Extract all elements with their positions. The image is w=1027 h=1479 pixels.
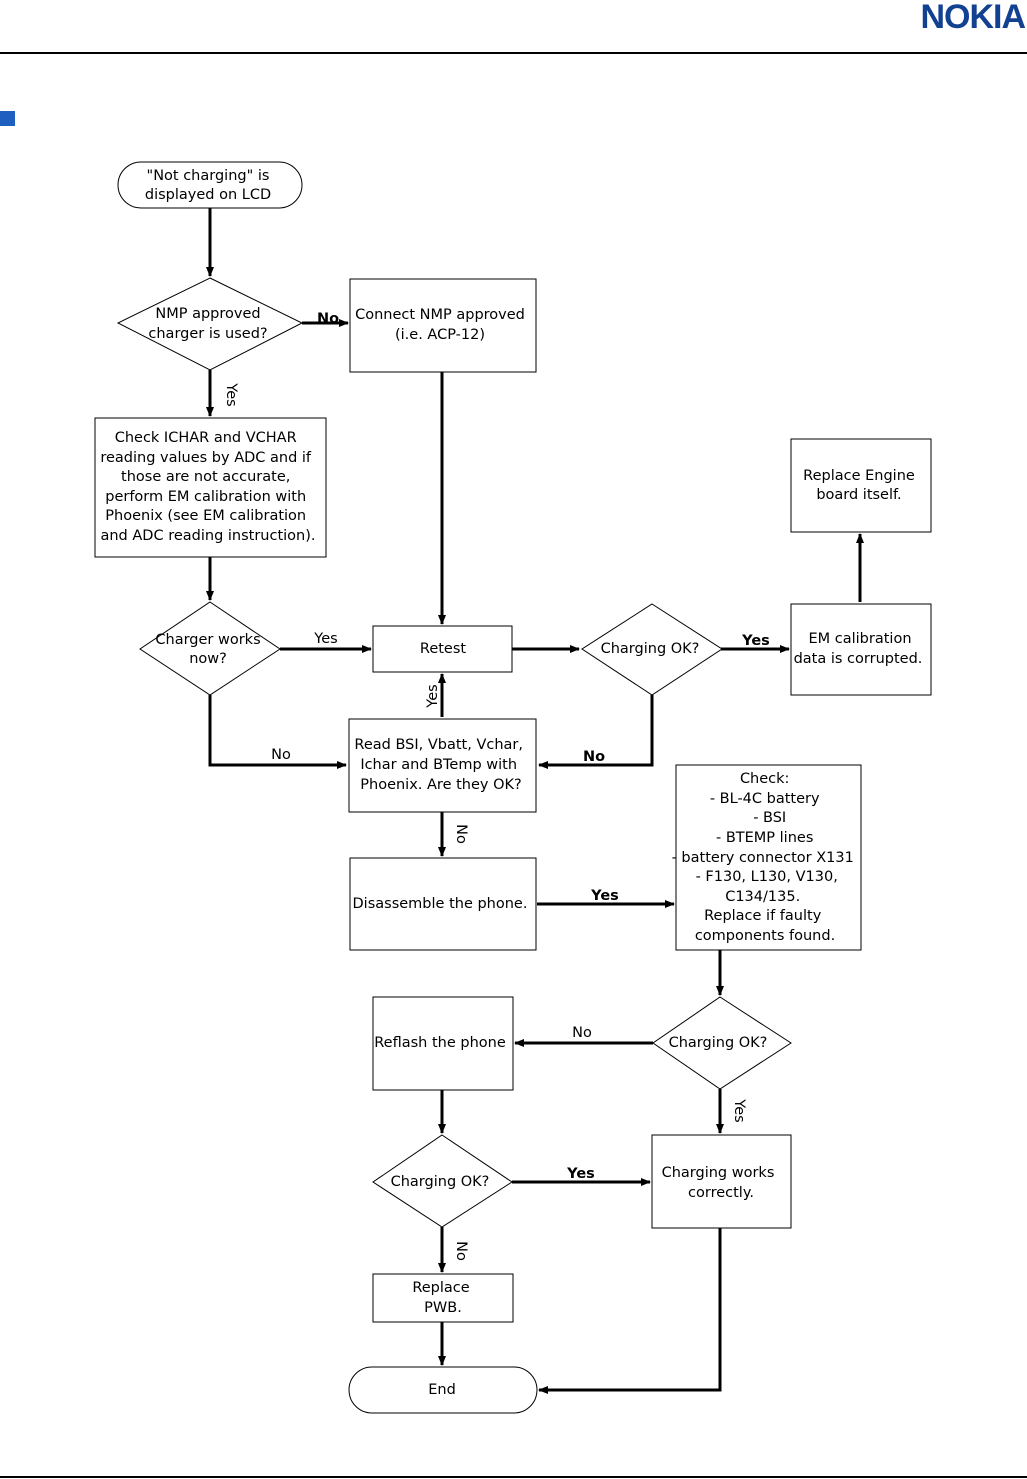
connect-nmp-box — [349, 278, 537, 373]
edge-label-charging-ok-2-no: No — [572, 1025, 592, 1041]
edge-label-nmp-no: No — [317, 311, 339, 327]
reflash-label: Reflash the phone — [374, 1035, 506, 1051]
replace-engine-box — [790, 438, 932, 533]
check-list-box — [675, 764, 862, 951]
edge-label-retest-yes: Yes — [425, 684, 441, 708]
check-list-label: Check: - BL-4C battery - BSI - BTEMP lin… — [672, 771, 859, 944]
decision-nmp-charger — [116, 277, 304, 371]
edge-works-to-end — [538, 1228, 722, 1394]
header-rule — [0, 52, 1027, 54]
edge-label-nmp-yes: Yes — [223, 382, 239, 406]
end-label: End — [428, 1382, 456, 1398]
works-correctly-box — [651, 1134, 792, 1229]
reflash-box — [372, 996, 514, 1091]
read-bsi-box — [348, 718, 537, 813]
check-ichar-label: Check ICHAR and VCHAR reading values by … — [100, 430, 315, 544]
replace-pwb-box — [372, 1273, 514, 1323]
disassemble-label: Disassemble the phone. — [353, 896, 528, 912]
check-ichar-box — [94, 417, 327, 558]
edge-label-charging-ok-3-yes: Yes — [566, 1166, 595, 1182]
start-terminal — [117, 161, 303, 209]
edge-label-charger-works-yes: Yes — [313, 631, 337, 647]
edge-label-charging-ok-1-yes: Yes — [741, 633, 770, 649]
decision-charging-ok-1 — [581, 603, 723, 696]
retest-label: Retest — [420, 641, 467, 657]
edge-label-read-bsi-no: No — [453, 824, 469, 844]
decision-charging-ok-2 — [652, 996, 792, 1090]
section-bullet-icon — [0, 111, 15, 126]
footer-rule — [0, 1476, 1027, 1478]
disassemble-box — [349, 857, 537, 951]
read-bsi-label: Read BSI, Vbatt, Vchar, Ichar and BTemp … — [354, 737, 527, 793]
charging-ok-2-label: Charging OK? — [669, 1035, 768, 1051]
nokia-logo: NOKIA — [920, 0, 1026, 36]
retest-box — [372, 625, 513, 673]
connectors — [206, 208, 864, 1394]
edge-label-charging-ok-3-no: No — [453, 1241, 469, 1261]
charging-ok-1-label: Charging OK? — [601, 641, 700, 657]
edge-label-charger-works-no: No — [271, 747, 291, 763]
edge-label-disassemble-yes: Yes — [590, 888, 619, 904]
edge-label-charging-ok-2-yes: Yes — [731, 1098, 747, 1122]
edge-charger-works-no — [208, 695, 347, 769]
decision-charger-works — [139, 601, 281, 696]
end-terminal — [348, 1366, 538, 1414]
connect-nmp-label: Connect NMP approved(i.e. ACP-12) — [355, 307, 525, 343]
edge-charging-ok-1-no — [538, 695, 654, 769]
edge-label-charging-ok-1-no: No — [583, 749, 605, 765]
charging-ok-3-label: Charging OK? — [391, 1174, 490, 1190]
em-corrupted-box — [790, 603, 932, 696]
decision-charging-ok-3 — [372, 1134, 513, 1228]
